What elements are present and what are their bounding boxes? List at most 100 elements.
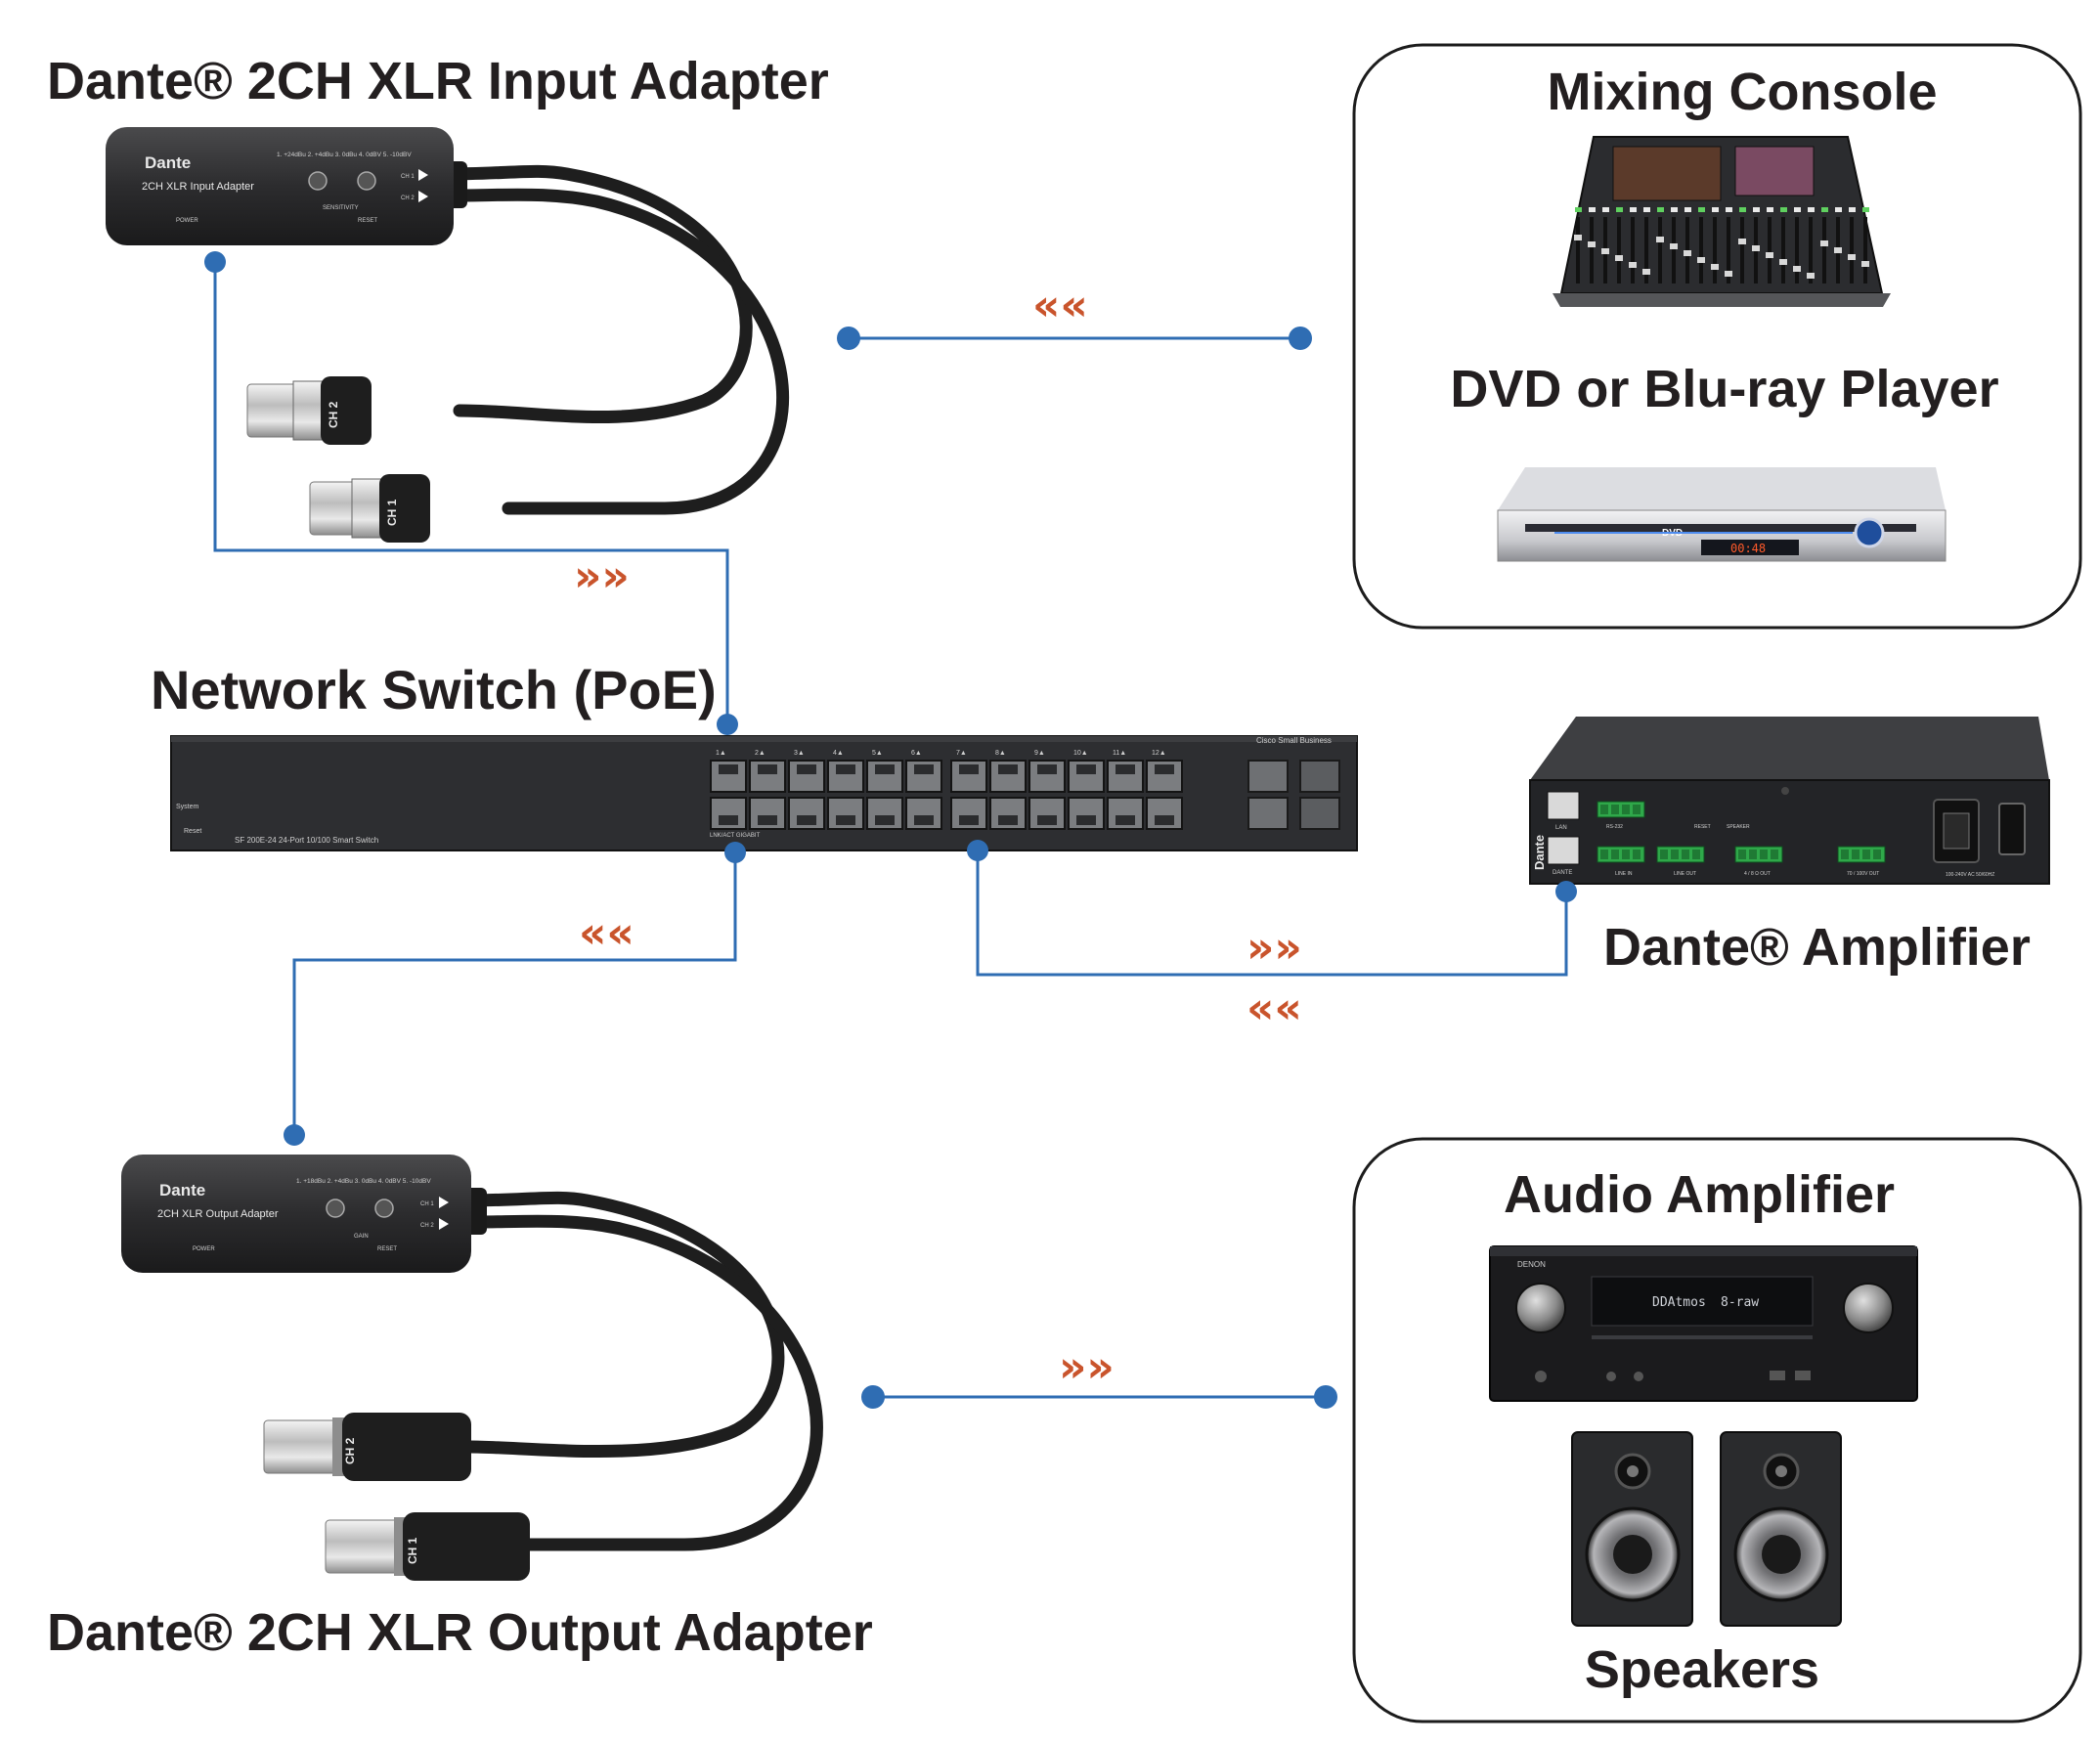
- input-line-left-dot: [837, 327, 860, 350]
- dvd-display: [1701, 540, 1799, 555]
- switch-reset-label: Reset: [184, 828, 201, 835]
- switch-port-label: 10▲: [1073, 750, 1088, 757]
- switch-model: SF 200E-24 24-Port 10/100 Smart Switch: [235, 836, 378, 845]
- input-ch1-knob[interactable]: [308, 171, 328, 191]
- output-ch2-led: [439, 1218, 449, 1230]
- input-cable-ch2: [438, 164, 753, 424]
- console-screen-right: [1734, 146, 1815, 196]
- amp-volume-knob[interactable]: [1843, 1283, 1894, 1333]
- output-adapter-reset: RESET: [377, 1246, 397, 1252]
- console-screen-left: [1612, 146, 1722, 201]
- switch-port[interactable]: [788, 797, 825, 830]
- input-ch2-knob[interactable]: [357, 171, 376, 191]
- switch-port-grid: [710, 760, 1183, 830]
- output-adapter-levels: 1. +18dBu 2. +4dBu 3. 0dBu 4. 0dBV 5. -1…: [296, 1178, 431, 1185]
- switch-sfp-port-1[interactable]: [1299, 760, 1340, 793]
- output-ch1-knob[interactable]: [326, 1199, 345, 1218]
- console-surface: [1559, 136, 1884, 294]
- switch-top-port-dot: [717, 714, 738, 735]
- speaker-left: [1571, 1431, 1693, 1627]
- dante-amp-power-switch[interactable]: [1998, 803, 2026, 855]
- speakers-device: [1571, 1431, 1842, 1627]
- switch-port-label: 4▲: [833, 750, 844, 757]
- switch-port[interactable]: [827, 797, 864, 830]
- output-adapter-model: 2CH XLR Output Adapter: [157, 1208, 279, 1220]
- source-devices-box: [1352, 43, 2082, 630]
- amp-brand: DENON: [1517, 1260, 1546, 1269]
- input-adapter-ch1-label: CH 1: [401, 174, 415, 180]
- dvd-player-title: DVD or Blu-ray Player: [1450, 360, 1998, 418]
- dante-amp-brand: Dante: [1532, 835, 1547, 870]
- arrow-left-dante-amp: ««: [1247, 983, 1302, 1033]
- output-ch2-knob[interactable]: [374, 1199, 394, 1218]
- input-cable-ch1: [438, 188, 790, 515]
- dante-amp-ac-label: 100-240V AC 50/60HZ: [1946, 872, 1994, 878]
- output-adapter-port-dot: [284, 1124, 305, 1146]
- output-adapter-power: POWER: [193, 1246, 215, 1252]
- output-line-left-dot: [861, 1385, 885, 1409]
- output-adapter-ch2-label: CH 2: [420, 1223, 434, 1229]
- switch-gigabit-port-2[interactable]: [1247, 797, 1289, 830]
- input-adapter-power: POWER: [176, 218, 198, 224]
- switch-gigabit-port-1[interactable]: [1247, 760, 1289, 793]
- dante-amp-outb-label: 70 / 100V OUT: [1847, 871, 1879, 877]
- dvd-dial[interactable]: [1854, 517, 1885, 548]
- dante-amp-lan-label: LAN: [1555, 825, 1567, 831]
- output-cable-ch1: [458, 1214, 823, 1551]
- dante-amp-lan-port[interactable]: [1547, 791, 1580, 820]
- switch-brand: Cisco Small Business: [1256, 736, 1332, 745]
- arrow-right-input: »»: [574, 551, 630, 601]
- output-xlr-ch2: CH 2: [263, 1413, 471, 1481]
- network-switch-device: Cisco Small Business SF 200E-24 24-Port …: [170, 714, 1358, 863]
- output-cable-ch2: [458, 1191, 785, 1459]
- arrow-left-output: ««: [579, 908, 634, 958]
- connection-lines: [213, 262, 1568, 1399]
- output-adapter-title: Dante® 2CH XLR Output Adapter: [47, 1603, 873, 1662]
- arrow-right-dante-amp: »»: [1247, 923, 1302, 973]
- input-adapter-levels: 1. +24dBu 2. +4dBu 3. 0dBu 4. 0dBV 5. -1…: [277, 152, 412, 158]
- switch-port-label: 8▲: [995, 750, 1006, 757]
- switch-system-label: System: [176, 804, 199, 810]
- switch-port-label: 7▲: [956, 750, 967, 757]
- input-ch1-led: [418, 169, 428, 181]
- input-adapter-knob-caption: SENSITIVITY: [323, 205, 359, 211]
- switch-port[interactable]: [866, 797, 903, 830]
- switch-port[interactable]: [950, 797, 987, 830]
- dvd-player-device: 00:48 DVD: [1497, 467, 1947, 562]
- console-faders: [1574, 207, 1869, 283]
- speaker-right: [1720, 1431, 1842, 1627]
- dante-amp-lineout-label: LINE OUT: [1674, 871, 1696, 877]
- switch-lnk-label: LNK/ACT GIGABIT: [710, 833, 761, 839]
- switch-body: [170, 735, 1358, 851]
- line-switch-to-dante-amp: [976, 850, 1568, 977]
- amp-input-knob[interactable]: [1515, 1283, 1566, 1333]
- output-adapter-knob-caption: GAIN: [354, 1234, 369, 1240]
- output-adapter-ch1-label: CH 1: [420, 1201, 434, 1207]
- input-xlr-ch1-label: CH 1: [385, 499, 399, 526]
- switch-port-dot-amp: [967, 840, 988, 861]
- input-adapter-reset: RESET: [358, 218, 377, 224]
- output-adapter-body: [121, 1155, 471, 1273]
- dante-amp-dante-label: DANTE: [1553, 870, 1572, 876]
- dante-amp-terminals: [1597, 801, 1886, 863]
- amp-display-text-2: 8-raw: [1721, 1295, 1759, 1310]
- input-xlr-ch2: CH 2: [246, 376, 372, 445]
- dante-amplifier-title: Dante® Amplifier: [1603, 918, 2031, 977]
- mixing-console-title: Mixing Console: [1547, 63, 1937, 121]
- input-adapter-body: [106, 127, 454, 245]
- input-adapter-port-dot: [204, 251, 226, 273]
- switch-port[interactable]: [1068, 797, 1105, 830]
- switch-port[interactable]: [788, 760, 825, 793]
- arrow-left-sources: ««: [1032, 281, 1088, 330]
- audio-amplifier-device: DENON DDAtmos 8-raw: [1489, 1245, 1918, 1402]
- dante-amp-dante-port[interactable]: [1547, 836, 1580, 865]
- output-xlr-ch1-label: CH 1: [406, 1537, 419, 1564]
- switch-sfp-port-2[interactable]: [1299, 797, 1340, 830]
- input-ch2-led: [418, 191, 428, 202]
- dante-amp-linein-label: LINE IN: [1615, 871, 1633, 877]
- switch-port-label: 6▲: [911, 750, 922, 757]
- dvd-time: 00:48: [1730, 542, 1766, 555]
- dante-amp-top: [1530, 717, 2049, 780]
- switch-port-label: 1▲: [716, 750, 726, 757]
